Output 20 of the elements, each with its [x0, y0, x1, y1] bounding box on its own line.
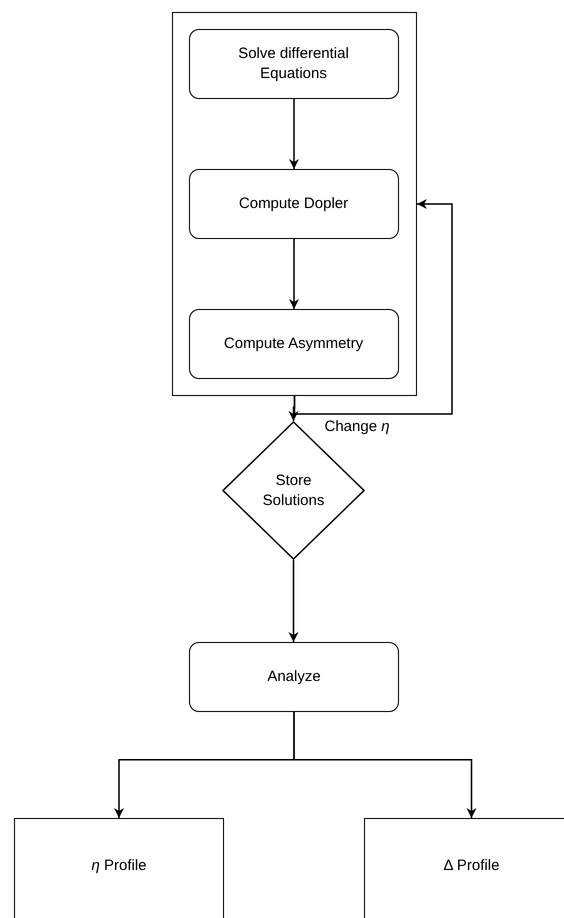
node-label: Analyze — [266, 667, 322, 687]
process-box — [188, 28, 398, 98]
process-box — [189, 642, 399, 712]
arrow — [289, 99, 299, 169]
node-label: Compute Asymmetry — [222, 334, 364, 354]
arrow — [289, 239, 299, 309]
process-box — [364, 818, 564, 918]
node-label: Δ Profile — [442, 856, 500, 876]
arrow — [293, 712, 476, 818]
process-box — [188, 168, 398, 238]
edge-label: Change η — [322, 418, 392, 436]
node-label: Solve differential Equations — [237, 44, 350, 83]
process-box — [14, 818, 224, 918]
node-label: Compute Dopler — [238, 194, 350, 214]
arrow — [294, 199, 453, 415]
node-label: η Profile — [90, 856, 148, 876]
node-label: Store Solutions — [262, 471, 326, 510]
group-frame — [172, 12, 417, 396]
process-box — [188, 308, 398, 378]
arrow — [288, 560, 298, 642]
